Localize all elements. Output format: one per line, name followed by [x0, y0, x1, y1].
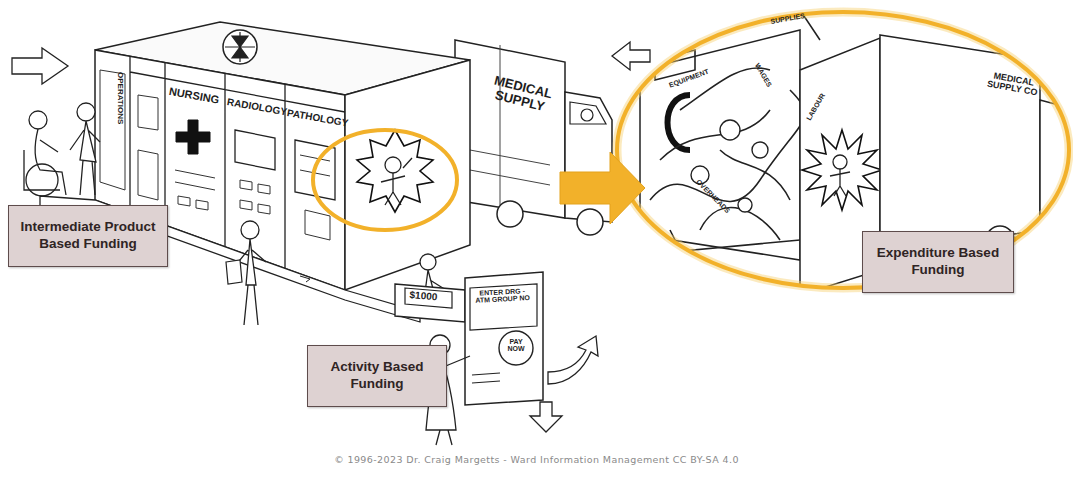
truck-wheel	[497, 201, 523, 227]
nurse-figure	[70, 121, 100, 195]
person-head	[241, 221, 259, 239]
nursing-panel	[175, 170, 215, 210]
patient-figure	[381, 158, 412, 205]
operations-panel	[100, 70, 158, 200]
atm-screen	[470, 284, 537, 330]
zoom-wires	[640, 10, 820, 290]
zoom-gear	[720, 120, 740, 140]
box-label: Expenditure Based Funding	[873, 245, 1003, 279]
radiology-buttons	[240, 180, 270, 214]
nursing-cross	[176, 120, 210, 154]
truck-body	[455, 40, 565, 218]
machine-side	[345, 60, 470, 290]
wheelchair-wheel	[26, 164, 58, 196]
illustration-label: PAY NOW	[502, 338, 530, 353]
zoom-truck-body	[880, 35, 1040, 255]
flow-arrow	[548, 336, 598, 384]
zoom-gear	[738, 198, 752, 212]
flow-arrow	[612, 42, 650, 70]
funding-box: Expenditure Based Funding	[862, 231, 1014, 293]
zoom-starburst	[802, 130, 882, 210]
flow-arrow	[530, 402, 562, 432]
driver-head	[581, 109, 593, 121]
flow-arrow	[12, 48, 68, 84]
cab-window	[570, 102, 606, 124]
zoom-arrow-yellow	[560, 152, 645, 224]
truck-wheel	[577, 209, 603, 235]
illustration-label: OPERATIONS	[116, 72, 124, 124]
starburst-panel	[357, 130, 433, 212]
truck-detail	[470, 45, 550, 205]
atm-machine	[465, 272, 543, 405]
zoom-arrow	[645, 262, 655, 270]
cash-register	[395, 284, 465, 322]
atm-slot	[472, 373, 500, 383]
register-display	[405, 288, 452, 308]
funding-box: Intermediate Product Based Funding	[8, 205, 168, 267]
person-head	[77, 103, 95, 121]
person-head	[29, 111, 47, 129]
top-symbol-detail	[225, 32, 255, 62]
funding-box: Activity Based Funding	[307, 345, 447, 407]
copyright-caption: © 1996-2023 Dr. Craig Margetts - Ward In…	[0, 454, 1073, 465]
pay-button	[499, 331, 533, 365]
illustration-label: ENTER DRG - ATM GROUP NO	[472, 287, 533, 305]
top-symbol	[223, 30, 257, 64]
patient-head	[385, 157, 401, 173]
clerk-book	[226, 260, 242, 284]
person-head	[420, 254, 436, 270]
zoom-gear	[752, 142, 768, 158]
focus-circle	[313, 130, 457, 230]
zoom-patient	[830, 169, 850, 196]
box-label: Activity Based Funding	[318, 359, 436, 393]
radiology-screen	[235, 130, 275, 170]
box-label: Intermediate Product Based Funding	[19, 219, 157, 253]
wheelchair-person	[24, 129, 66, 195]
zoom-patient-head	[833, 155, 847, 169]
